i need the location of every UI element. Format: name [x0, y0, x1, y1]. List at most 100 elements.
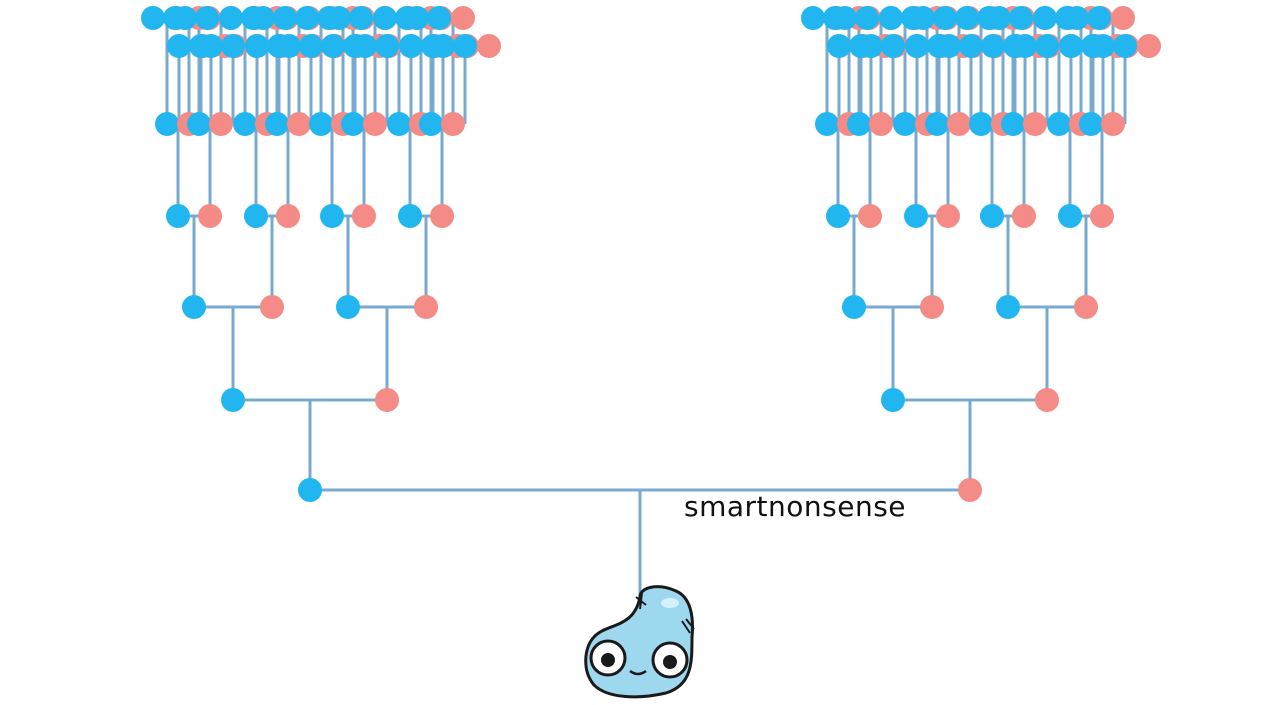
male-node [842, 295, 866, 319]
male-node [1059, 34, 1083, 58]
male-node [321, 34, 345, 58]
male-node [859, 34, 883, 58]
male-node [955, 6, 979, 30]
male-node [431, 34, 455, 58]
male-node [933, 6, 957, 30]
male-node [833, 6, 857, 30]
male-node [299, 34, 323, 58]
male-node [233, 112, 257, 136]
female-node [441, 112, 465, 136]
male-node [801, 6, 825, 30]
male-node [273, 6, 297, 30]
male-node [1033, 6, 1057, 30]
male-node [826, 204, 850, 228]
male-node [969, 112, 993, 136]
female-node [1035, 388, 1059, 412]
male-node [847, 112, 871, 136]
male-node [167, 34, 191, 58]
female-node [1074, 295, 1098, 319]
female-node [947, 112, 971, 136]
male-node [221, 388, 245, 412]
male-node [1013, 34, 1037, 58]
male-node [277, 34, 301, 58]
male-node [405, 6, 429, 30]
male-node [298, 478, 322, 502]
male-node [937, 34, 961, 58]
male-node [925, 112, 949, 136]
male-node [904, 204, 928, 228]
male-node [349, 6, 373, 30]
blob-mascot-icon [584, 585, 695, 699]
male-node [855, 6, 879, 30]
male-node [251, 6, 275, 30]
female-node [477, 34, 501, 58]
male-node [173, 6, 197, 30]
female-node [414, 295, 438, 319]
female-node [198, 204, 222, 228]
male-node [399, 34, 423, 58]
female-node [1023, 112, 1047, 136]
mascot-mouth [629, 669, 647, 676]
male-node [427, 6, 451, 30]
mascot-right-pupil [663, 655, 677, 669]
male-node [221, 34, 245, 58]
male-node [373, 6, 397, 30]
brand-label: smartnonsense [684, 490, 907, 523]
female-node [1090, 204, 1114, 228]
male-node [879, 6, 903, 30]
female-node [1137, 34, 1161, 58]
female-node [1111, 6, 1135, 30]
male-node [336, 295, 360, 319]
male-node [341, 112, 365, 136]
female-node [858, 204, 882, 228]
male-node [1047, 112, 1071, 136]
male-node [1035, 34, 1059, 58]
male-node [187, 112, 211, 136]
male-node [1001, 112, 1025, 136]
female-node [936, 204, 960, 228]
male-node [1058, 204, 1082, 228]
male-node [881, 34, 905, 58]
male-node [981, 34, 1005, 58]
female-node [451, 6, 475, 30]
male-node [309, 112, 333, 136]
male-node [881, 388, 905, 412]
male-node [375, 34, 399, 58]
male-node [905, 34, 929, 58]
male-node [419, 112, 443, 136]
female-node [430, 204, 454, 228]
male-node [827, 34, 851, 58]
mascot-scratch [681, 618, 695, 634]
male-node [815, 112, 839, 136]
female-node [1012, 204, 1036, 228]
male-node [155, 112, 179, 136]
female-node [958, 478, 982, 502]
male-node [911, 6, 935, 30]
male-node [1087, 6, 1111, 30]
female-node [352, 204, 376, 228]
male-node [387, 112, 411, 136]
mascot-bandage [635, 592, 647, 610]
male-node [398, 204, 422, 228]
male-node [959, 34, 983, 58]
male-node [245, 34, 269, 58]
male-node [996, 295, 1020, 319]
male-node [219, 6, 243, 30]
female-node [869, 112, 893, 136]
male-node [987, 6, 1011, 30]
female-node [209, 112, 233, 136]
female-node [920, 295, 944, 319]
mascot-left-pupil [601, 653, 615, 667]
female-node [363, 112, 387, 136]
female-node [1101, 112, 1125, 136]
male-node [195, 6, 219, 30]
male-node [182, 295, 206, 319]
male-node [1009, 6, 1033, 30]
female-node [260, 295, 284, 319]
male-node [327, 6, 351, 30]
female-node [375, 388, 399, 412]
male-node [893, 112, 917, 136]
male-node [1113, 34, 1137, 58]
male-node [166, 204, 190, 228]
